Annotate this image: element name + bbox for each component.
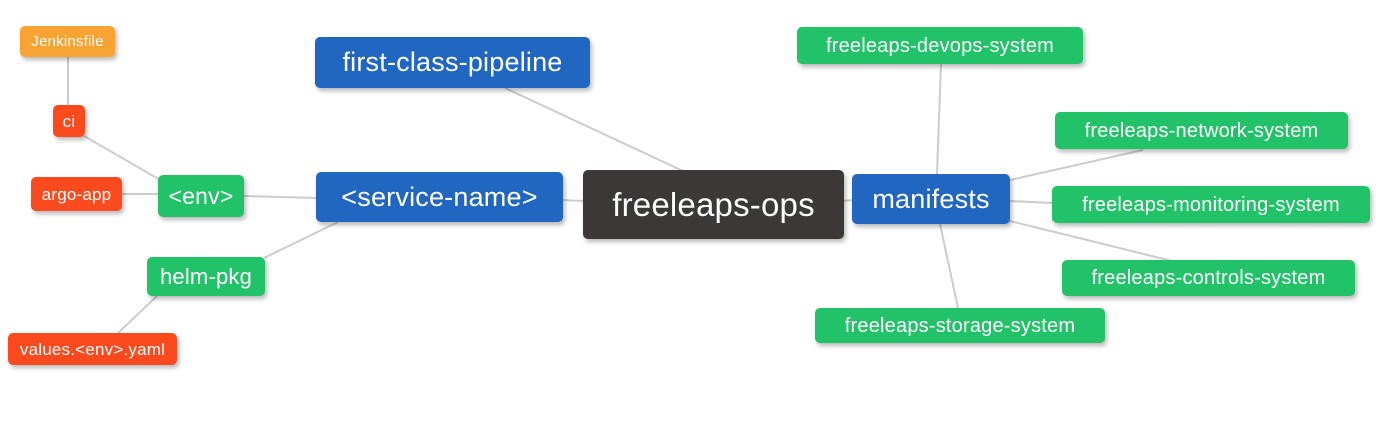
node-env[interactable]: <env>: [158, 175, 244, 217]
node-service-name[interactable]: <service-name>: [316, 172, 563, 222]
node-freeleaps-storage-system[interactable]: freeleaps-storage-system: [815, 308, 1105, 343]
node-jenkinsfile[interactable]: Jenkinsfile: [20, 26, 115, 57]
node-freeleaps-network-system[interactable]: freeleaps-network-system: [1055, 112, 1348, 149]
node-freeleaps-controls-system[interactable]: freeleaps-controls-system: [1062, 260, 1355, 296]
node-helm-pkg[interactable]: helm-pkg: [147, 257, 265, 296]
node-freeleaps-ops[interactable]: freeleaps-ops: [583, 170, 844, 239]
node-values-env-yaml[interactable]: values.<env>.yaml: [8, 333, 177, 365]
node-manifests[interactable]: manifests: [852, 174, 1010, 224]
node-freeleaps-devops-system[interactable]: freeleaps-devops-system: [797, 27, 1083, 64]
node-freeleaps-monitoring-system[interactable]: freeleaps-monitoring-system: [1052, 186, 1370, 223]
node-argo-app[interactable]: argo-app: [31, 177, 122, 211]
node-ci[interactable]: ci: [53, 105, 85, 137]
node-first-class-pipeline[interactable]: first-class-pipeline: [315, 37, 590, 88]
